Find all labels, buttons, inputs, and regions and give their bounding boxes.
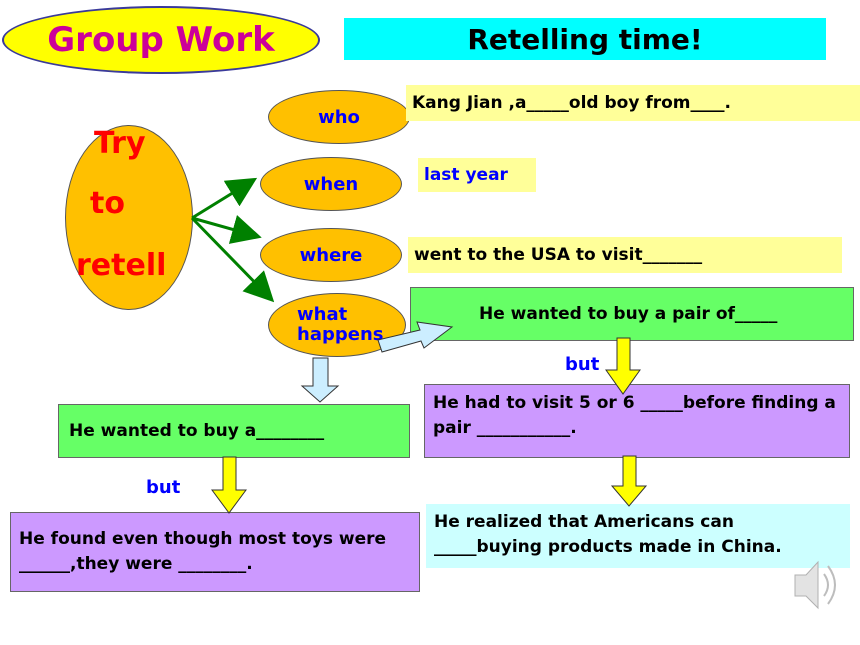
realized-box: He realized that Americans can _____buyi… bbox=[426, 504, 850, 568]
when-label: when bbox=[303, 173, 359, 195]
found-toys-text: He found even though most toys were ____… bbox=[19, 529, 387, 574]
found-toys-box: He found even though most toys were ____… bbox=[10, 512, 420, 592]
arrow-right-blue bbox=[377, 321, 454, 353]
where-label: where bbox=[299, 244, 363, 266]
arrow-to-what bbox=[190, 216, 275, 303]
retelling-label: Retelling time! bbox=[467, 22, 703, 56]
when-ellipse: when bbox=[260, 157, 402, 211]
try-word: Try bbox=[94, 126, 146, 161]
when-answer: last year bbox=[424, 165, 508, 185]
speaker-icon[interactable] bbox=[794, 560, 836, 610]
group-work-label: Group Work bbox=[47, 20, 275, 60]
arrow-down-yellow-3 bbox=[211, 456, 247, 514]
who-answer-box: Kang Jian ,a_____old boy from____. bbox=[406, 85, 860, 121]
but-left: but bbox=[146, 477, 181, 498]
to-word: to bbox=[90, 186, 125, 221]
realized-text: He realized that Americans can _____buyi… bbox=[434, 512, 782, 557]
group-work-title: Group Work bbox=[2, 6, 320, 74]
when-answer-box: last year bbox=[418, 158, 536, 192]
retell-word: retell bbox=[76, 248, 167, 283]
arrow-down-yellow-1 bbox=[605, 337, 641, 395]
where-ellipse: where bbox=[260, 228, 402, 282]
arrow-to-when bbox=[191, 177, 258, 220]
what-happens-answer: He wanted to buy a pair of_____ bbox=[479, 304, 778, 324]
arrow-to-where bbox=[191, 215, 262, 244]
who-label: who bbox=[318, 106, 360, 128]
who-answer: Kang Jian ,a_____old boy from____. bbox=[412, 93, 731, 113]
who-ellipse: who bbox=[268, 90, 410, 144]
try-to-retell-ellipse bbox=[65, 125, 193, 310]
retelling-banner: Retelling time! bbox=[344, 18, 826, 60]
visit-stores-text: He had to visit 5 or 6 _____before findi… bbox=[433, 393, 836, 438]
visit-stores-box: He had to visit 5 or 6 _____before findi… bbox=[424, 384, 850, 458]
arrow-down-blue bbox=[300, 357, 340, 403]
buy-toy-text: He wanted to buy a________ bbox=[69, 421, 325, 441]
what-happens-label: what happens bbox=[297, 304, 384, 345]
what-happens-answer-box: He wanted to buy a pair of_____ bbox=[410, 287, 854, 341]
but-right: but bbox=[565, 354, 600, 375]
where-answer: went to the USA to visit_______ bbox=[414, 245, 703, 265]
arrow-down-yellow-2 bbox=[610, 455, 648, 507]
where-answer-box: went to the USA to visit_______ bbox=[408, 237, 842, 273]
